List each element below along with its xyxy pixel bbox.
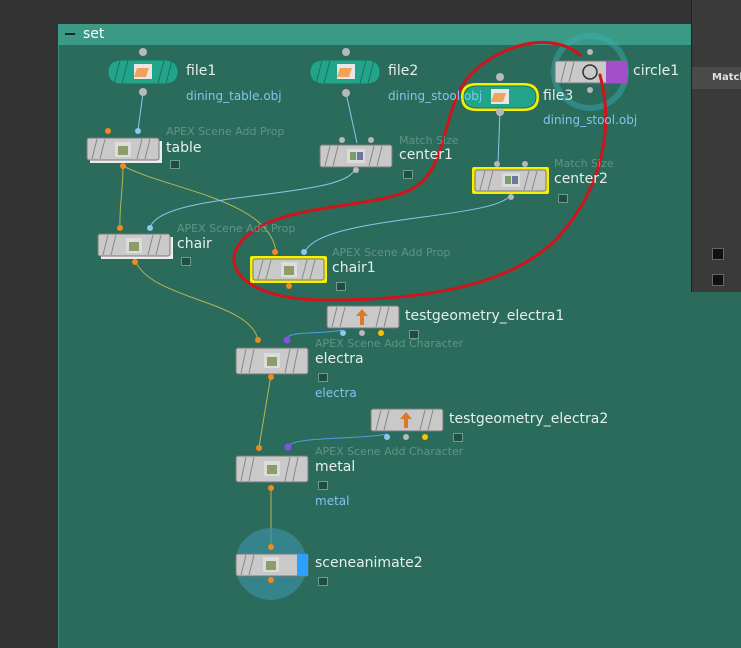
circle-icon — [582, 64, 598, 80]
node-label: file1 — [186, 63, 217, 79]
bypass-flag-icon[interactable] — [336, 282, 346, 291]
node-sublabel: dining_stool.obj — [543, 113, 638, 127]
node-chair1[interactable] — [250, 249, 327, 289]
network-editor[interactable] — [58, 24, 741, 648]
network-title-bar: set — [58, 24, 691, 45]
node-label: chair1 — [332, 260, 376, 276]
network-title: set — [83, 26, 105, 42]
node-type-hint: APEX Scene Add Character — [315, 445, 464, 458]
checkbox[interactable] — [712, 248, 724, 260]
node-type-hint: APEX Scene Add Character — [315, 337, 464, 350]
node-electra[interactable] — [235, 336, 309, 381]
test-geometry-icon — [400, 412, 412, 428]
bypass-flag-icon[interactable] — [403, 170, 413, 179]
node-label: testgeometry_electra1 — [405, 308, 565, 324]
bypass-flag-icon[interactable] — [181, 257, 191, 266]
node-label: circle1 — [633, 63, 680, 79]
node-label: electra — [315, 351, 364, 367]
side-panel: Match — [691, 0, 741, 292]
template-flag — [606, 61, 627, 83]
node-label: center1 — [399, 147, 453, 163]
annotation-loop — [232, 40, 608, 302]
node-table[interactable] — [86, 128, 162, 169]
node-type-hint: APEX Scene Add Prop — [332, 246, 451, 259]
checkbox[interactable] — [712, 274, 724, 286]
node-label: sceneanimate2 — [315, 555, 423, 571]
node-center2[interactable] — [472, 161, 549, 200]
bypass-flag-icon[interactable] — [318, 481, 328, 490]
node-center1[interactable] — [319, 137, 393, 173]
bypass-flag-icon[interactable] — [558, 194, 568, 203]
bypass-flag-icon[interactable] — [318, 577, 328, 586]
node-type-hint: APEX Scene Add Prop — [177, 222, 296, 235]
node-type-hint: Match Size — [554, 157, 614, 170]
node-file3[interactable] — [461, 73, 539, 116]
node-label: chair — [177, 236, 212, 252]
node-file1[interactable] — [107, 48, 179, 96]
node-sublabel: dining_table.obj — [186, 89, 282, 103]
node-label: table — [166, 140, 202, 156]
node-testgeometry-electra1[interactable] — [326, 305, 400, 336]
node-file2[interactable] — [309, 48, 381, 97]
bypass-flag-icon[interactable] — [409, 330, 419, 339]
node-type-hint: APEX Scene Add Prop — [166, 125, 285, 138]
node-label: metal — [315, 459, 356, 475]
node-label: file2 — [388, 63, 419, 79]
bypass-flag-icon[interactable] — [318, 373, 328, 382]
node-label: testgeometry_electra2 — [449, 411, 609, 427]
node-metal[interactable] — [235, 443, 309, 492]
node-testgeometry-electra2[interactable] — [370, 408, 444, 440]
side-panel-header: Match — [692, 67, 741, 89]
node-label: file3 — [543, 88, 574, 104]
collapse-icon[interactable] — [64, 28, 76, 40]
node-type-hint: Match Size — [399, 134, 459, 147]
node-circle1[interactable] — [551, 33, 629, 111]
test-geometry-icon — [356, 309, 368, 325]
node-chair[interactable] — [97, 225, 173, 265]
node-sublabel: dining_stool.obj — [388, 89, 483, 103]
bypass-flag-icon[interactable] — [453, 433, 463, 442]
node-sublabel: metal — [315, 494, 350, 508]
node-sceneanimate2[interactable] — [235, 528, 309, 600]
display-flag — [297, 554, 308, 576]
bypass-flag-icon[interactable] — [170, 160, 180, 169]
node-sublabel: electra — [315, 386, 357, 400]
node-label: center2 — [554, 171, 608, 187]
